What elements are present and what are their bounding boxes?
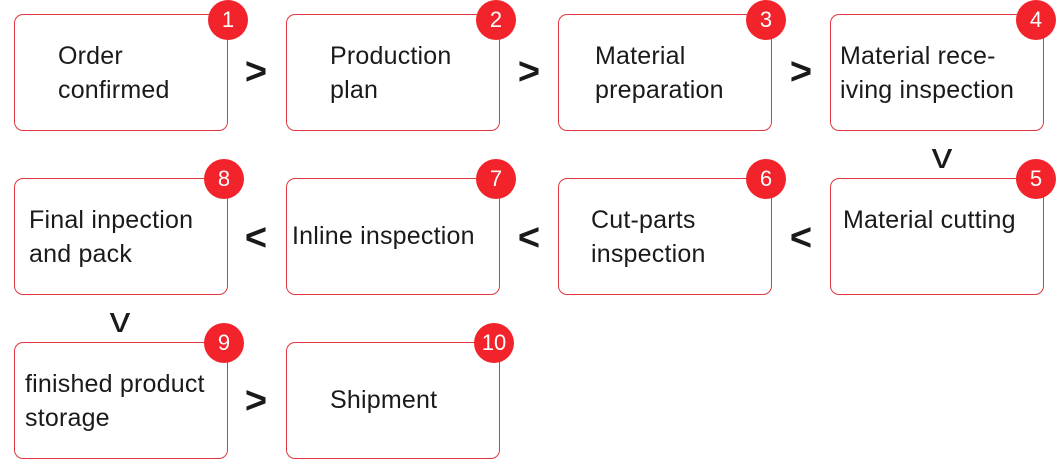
step-label: finished product storage — [25, 370, 205, 432]
step-number-badge: 1 — [208, 0, 248, 40]
step-box-7: Inline inspection — [286, 178, 500, 295]
step-box-5: Material cutting — [830, 178, 1044, 295]
step-label: Production plan — [330, 42, 452, 104]
step-label: Final inpection and pack — [29, 206, 194, 268]
right-arrow-icon: > — [789, 51, 813, 93]
step-number-badge: 9 — [204, 323, 244, 363]
step-box-10: Shipment — [286, 342, 500, 459]
step-label: Material preparation — [595, 42, 724, 104]
step-box-3: Material preparation — [558, 14, 772, 131]
step-box-1: Order confirmed — [14, 14, 228, 131]
left-arrow-icon: < — [517, 217, 541, 259]
step-box-8: Final inpection and pack — [14, 178, 228, 295]
step-box-9: finished product storage — [14, 342, 228, 459]
step-label: Order confirmed — [58, 42, 170, 104]
right-arrow-icon: > — [517, 51, 541, 93]
step-label: Inline inspection — [292, 222, 475, 250]
step-box-4: Material rece- iving inspection — [830, 14, 1044, 131]
step-box-6: Cut-parts inspection — [558, 178, 772, 295]
down-arrow-icon: v — [931, 135, 953, 176]
step-number-badge: 4 — [1016, 0, 1056, 40]
step-number-badge: 10 — [474, 323, 514, 363]
right-arrow-icon: > — [244, 380, 268, 422]
step-number-badge: 5 — [1016, 159, 1056, 199]
step-label: Cut-parts inspection — [591, 206, 706, 268]
step-number-badge: 7 — [476, 159, 516, 199]
left-arrow-icon: < — [244, 217, 268, 259]
step-number-badge: 2 — [476, 0, 516, 40]
step-number-badge: 6 — [746, 159, 786, 199]
down-arrow-icon: v — [109, 299, 131, 340]
step-label: Shipment — [330, 386, 438, 414]
step-label: Material rece- iving inspection — [840, 42, 1015, 104]
step-number-badge: 3 — [746, 0, 786, 40]
step-box-2: Production plan — [286, 14, 500, 131]
left-arrow-icon: < — [789, 217, 813, 259]
right-arrow-icon: > — [244, 51, 268, 93]
step-number-badge: 8 — [204, 159, 244, 199]
step-label: Material cutting — [843, 206, 1016, 234]
